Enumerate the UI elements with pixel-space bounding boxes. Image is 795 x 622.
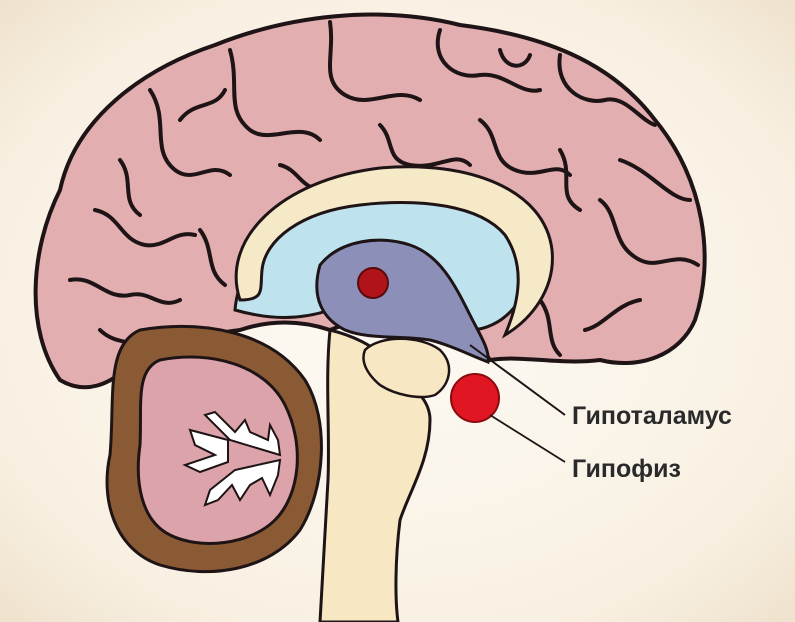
- hypothalamus-label: Гипоталамус: [572, 402, 732, 431]
- hypothalamus-marker: [358, 268, 388, 298]
- pituitary-label: Гипофиз: [572, 455, 681, 484]
- pituitary-pointer-line: [490, 415, 565, 462]
- pituitary-marker: [451, 374, 499, 422]
